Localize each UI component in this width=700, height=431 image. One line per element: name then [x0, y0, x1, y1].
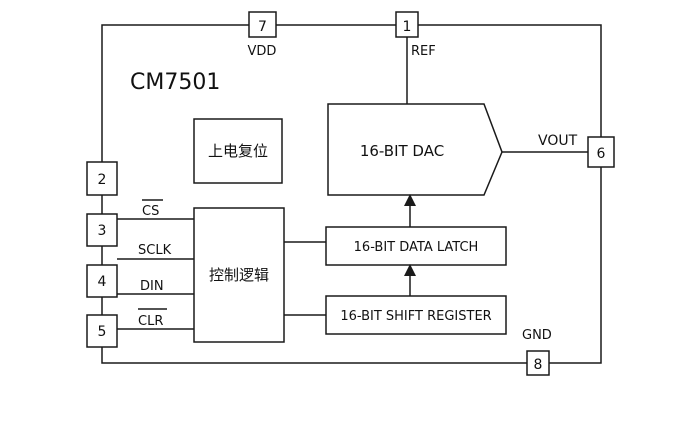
pin-7-box	[248, 11, 277, 38]
din-label: DIN	[140, 279, 164, 294]
pin-8-box	[526, 350, 550, 376]
pin-7-number: 7	[258, 19, 267, 35]
cs-label: CS	[142, 204, 159, 219]
pin-6-number: 6	[597, 146, 606, 162]
shift-register-label: 16-BIT SHIFT REGISTER	[340, 309, 491, 324]
shift-register-block	[325, 295, 507, 335]
power-on-reset-block	[193, 118, 283, 184]
pin-6-box	[587, 136, 615, 168]
dac-block	[327, 103, 503, 196]
control-logic-block	[193, 207, 285, 343]
data-latch-label: 16-BIT DATA LATCH	[354, 240, 479, 255]
pin-3-box	[86, 213, 118, 247]
data-latch-block	[325, 226, 507, 266]
gnd-label: GND	[522, 328, 552, 343]
chip-name: CM7501	[130, 70, 220, 95]
ref-label: REF	[411, 44, 436, 59]
control-logic-label: 控制逻辑	[209, 266, 269, 284]
pin-3-number: 3	[98, 223, 107, 239]
clr-label: CLR	[138, 314, 163, 329]
power-on-reset-label: 上电复位	[208, 142, 268, 160]
pin-4-number: 4	[98, 274, 107, 290]
pin-2-box	[86, 161, 118, 196]
pin-5-box	[86, 314, 118, 348]
chip-boundary	[101, 24, 602, 364]
pin-2-number: 2	[98, 172, 107, 188]
vdd-label: VDD	[248, 44, 277, 59]
dac-label: 16-BIT DAC	[360, 142, 444, 160]
vout-label: VOUT	[538, 133, 578, 149]
pin-8-number: 8	[534, 357, 543, 373]
pin-1-number: 1	[403, 19, 412, 35]
sclk-label: SCLK	[138, 243, 172, 258]
pin-5-number: 5	[98, 324, 107, 340]
pin-4-box	[86, 264, 118, 298]
